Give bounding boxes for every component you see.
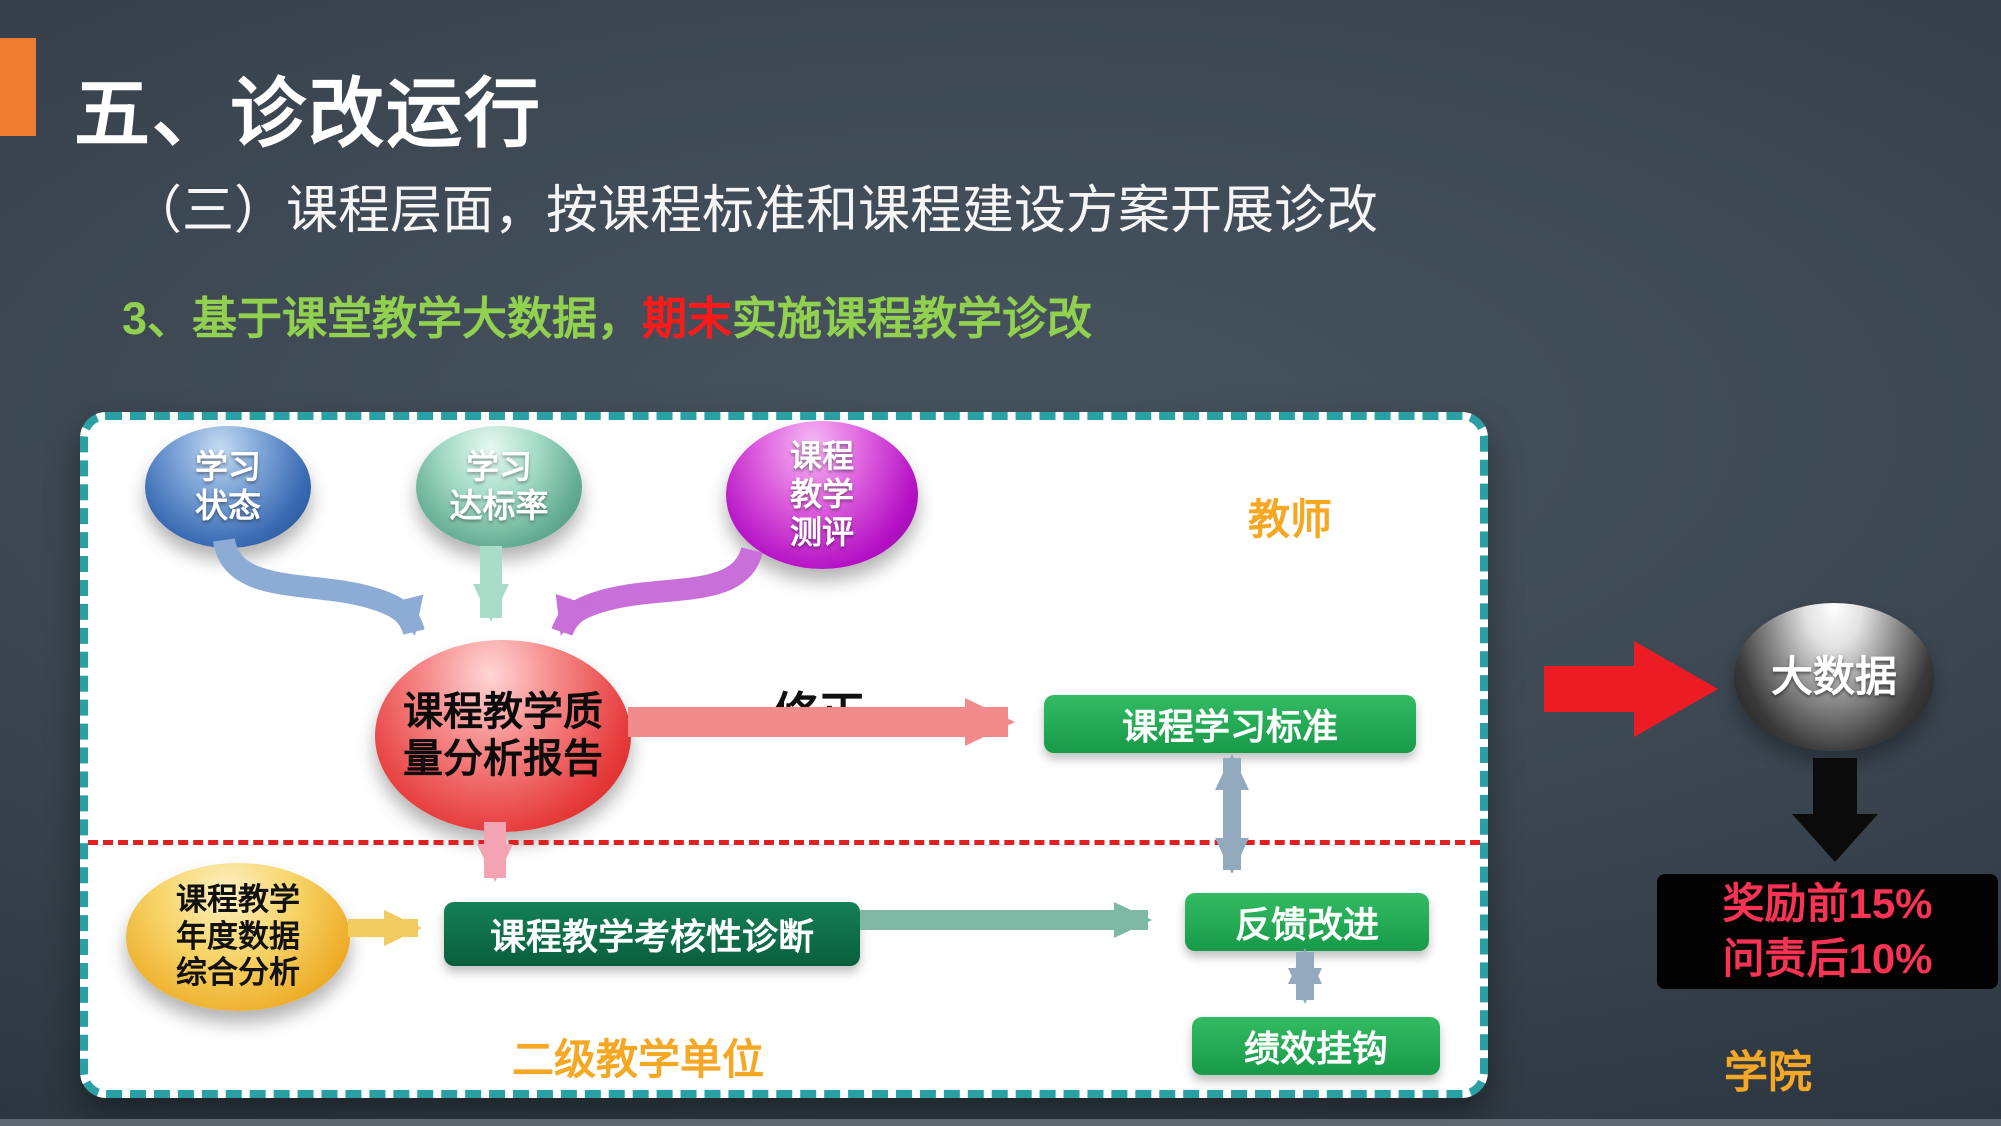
section-heading: 3、基于课堂教学大数据，期末实施课程教学诊改 (122, 282, 1092, 347)
correction-arrow-label: 修正 (773, 688, 865, 740)
heading-highlight: 期末 (642, 293, 733, 344)
bubble-annual-analysis: 课程教学 年度数据 综合分析 (126, 863, 350, 1011)
black-down-arrow (1792, 758, 1878, 862)
big-data-sphere: 大数据 (1734, 603, 1934, 751)
box-feedback-improvement: 反馈改进 (1185, 893, 1429, 951)
accountability-text: 问责后10% (1722, 934, 1933, 982)
diagram-panel: 学习 状态 学习 达标率 课程 教学 测评 教师 课程教学质 量分析报告 修正 … (80, 412, 1488, 1098)
bubble-quality-report: 课程教学质 量分析报告 (375, 640, 631, 832)
box-course-standard: 课程学习标准 (1044, 695, 1416, 753)
big-red-arrow (1544, 641, 1718, 737)
bubble-course-evaluation: 课程 教学 测评 (726, 421, 918, 569)
title-accent-bar (0, 38, 36, 136)
unit-label: 二级教学单位 (511, 1036, 764, 1083)
teacher-label: 教师 (1248, 496, 1333, 543)
heading-prefix: 3、基于课堂教学大数据， (122, 293, 643, 344)
bottom-edge (0, 1119, 2001, 1126)
reward-text: 奖励前15% (1722, 880, 1933, 928)
heading-suffix: 实施课程教学诊改 (732, 293, 1093, 344)
box-assessment-diagnosis: 课程教学考核性诊断 (444, 902, 860, 966)
box-performance-link: 绩效挂钩 (1192, 1017, 1440, 1075)
page-subtitle: （三）课程层面，按课程标准和课程建设方案开展诊改 (130, 182, 1379, 240)
red-dashed-divider (88, 840, 1480, 845)
reward-panel: 奖励前15% 问责后10% (1657, 874, 1998, 989)
bubble-study-status: 学习 状态 (145, 426, 311, 548)
page-title: 五、诊改运行 (74, 72, 542, 157)
bubble-achievement-rate: 学习 达标率 (416, 426, 582, 548)
college-label: 学院 (1724, 1048, 1812, 1097)
